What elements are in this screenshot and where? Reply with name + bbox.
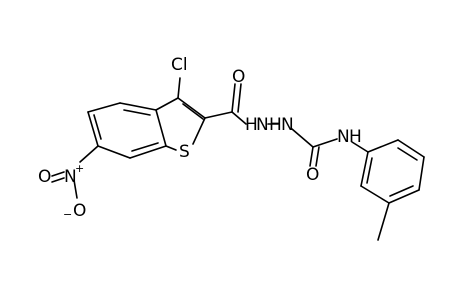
bond — [129, 145, 167, 159]
bond — [204, 111, 233, 119]
double-bond — [397, 147, 418, 161]
bond — [397, 139, 425, 158]
bond — [312, 138, 338, 148]
bond — [367, 139, 399, 153]
bond — [119, 102, 157, 111]
double-bond — [389, 185, 414, 197]
bond — [418, 156, 425, 191]
double-bond — [366, 157, 373, 184]
charge-minus: − — [63, 208, 72, 221]
atom-hydrogen-2: H — [269, 115, 282, 135]
bond — [360, 185, 390, 204]
atom-sulfur: S — [179, 142, 190, 162]
bond — [155, 97, 179, 111]
charge-plus: + — [75, 162, 84, 175]
bond — [231, 111, 247, 125]
atom-nitrogen-amide: N — [337, 127, 350, 147]
bond — [79, 145, 99, 163]
double-bond — [309, 146, 314, 167]
double-bond — [315, 146, 320, 167]
bond — [177, 97, 206, 119]
double-bond — [231, 83, 236, 113]
atom-oxygen-nitro-bottom: O — [73, 201, 86, 221]
bond — [351, 141, 369, 153]
atom-nitrogen-1: N — [256, 115, 269, 135]
double-bond — [182, 103, 204, 120]
bond — [360, 151, 369, 187]
bond — [87, 102, 121, 113]
atom-nitrogen-2: N — [281, 115, 294, 135]
bond — [155, 109, 167, 147]
atom-chlorine: Cl — [171, 55, 188, 75]
atom-nitrogen-nitro: N — [64, 167, 77, 187]
bond — [291, 128, 314, 148]
atom-hydrogen-1: H — [245, 115, 258, 135]
double-bond — [237, 83, 242, 113]
tolyl-ring — [360, 139, 425, 204]
double-bond — [51, 177, 65, 183]
double-bond — [131, 142, 159, 152]
bond — [73, 179, 78, 199]
thiophene-ring — [155, 97, 206, 151]
benzo-ring — [87, 102, 167, 159]
double-bond — [123, 109, 151, 116]
bond — [165, 145, 177, 151]
bond — [192, 117, 206, 145]
atom-hydrogen-amide: H — [349, 127, 362, 147]
atom-oxygen-urea: O — [306, 165, 319, 185]
atom-oxygen-carbonyl: O — [232, 67, 245, 87]
bond — [177, 77, 181, 99]
methyl-bond — [377, 202, 390, 241]
bond — [388, 189, 420, 204]
double-bond — [93, 114, 102, 140]
atom-oxygen-nitro-left: O — [38, 167, 51, 187]
bond — [51, 171, 65, 177]
bond — [87, 111, 99, 147]
bond — [97, 145, 131, 159]
